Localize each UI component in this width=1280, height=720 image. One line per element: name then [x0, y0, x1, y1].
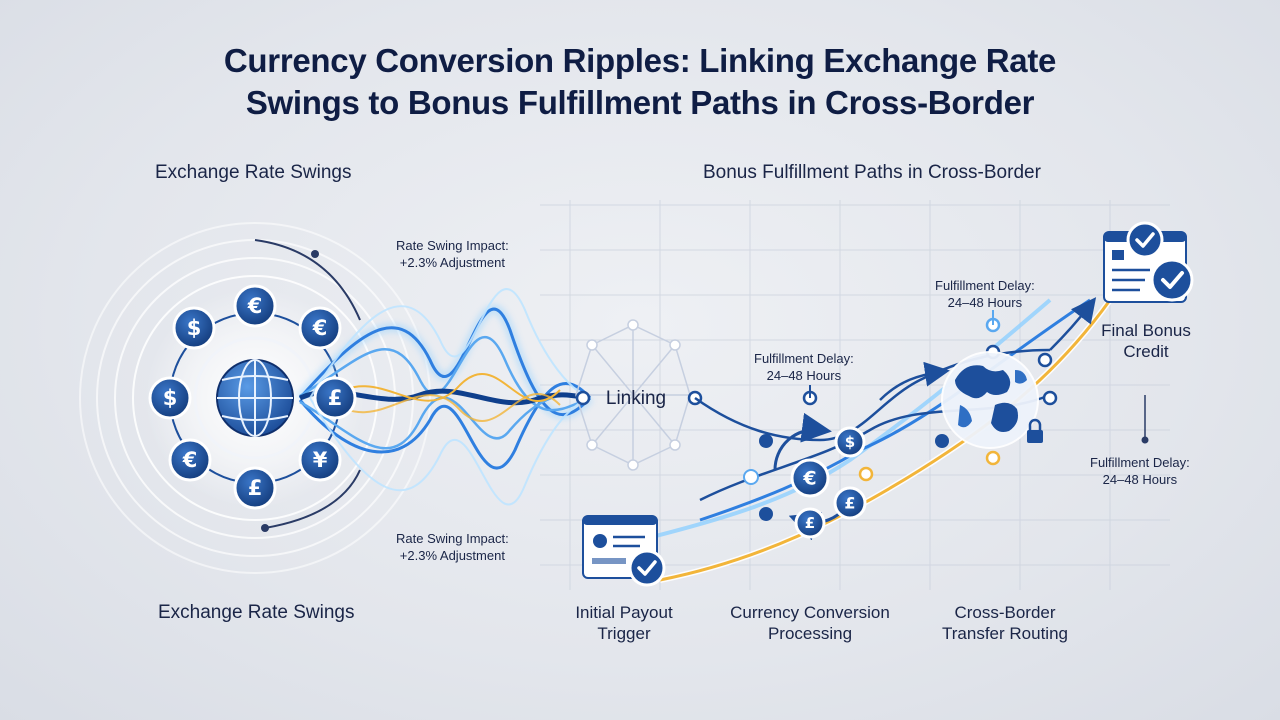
- world-map-lock-icon: [941, 351, 1043, 449]
- step-3-line-2: Transfer Routing: [942, 624, 1068, 643]
- page-title: Currency Conversion Ripples: Linking Exc…: [90, 40, 1190, 124]
- currency-coin-4: £: [233, 466, 277, 510]
- currency-coin-1-symbol: €: [312, 316, 328, 340]
- impact-bottom-line-2: +2.3% Adjustment: [399, 548, 505, 563]
- conversion-coin-3: £: [794, 507, 826, 539]
- step-label-currency-conversion: Currency Conversion Processing: [722, 602, 898, 644]
- title-line-1: Currency Conversion Ripples: Linking Exc…: [223, 42, 1057, 79]
- conversion-coins: $ € £ £: [790, 426, 867, 539]
- background-grid: [540, 200, 1170, 590]
- currency-coin-3: ¥: [298, 438, 342, 482]
- conversion-coin-2-symbol: £: [844, 493, 855, 512]
- delay-3-line-2: 24–48 Hours: [1102, 472, 1178, 487]
- step-1-line-2: Trigger: [597, 624, 651, 643]
- callout-dot-top: [311, 250, 319, 258]
- currency-coin-dollar: $: [172, 306, 216, 350]
- payout-document-check-icon: [582, 515, 666, 587]
- callout-arc-top: [254, 239, 361, 321]
- callout-dot-bottom: [261, 524, 269, 532]
- linking-hub-nodes: [586, 319, 681, 471]
- currency-coin-2-symbol: £: [328, 386, 343, 410]
- currency-coin-2: £: [313, 376, 357, 420]
- currency-coin-3-symbol: ¥: [313, 448, 328, 472]
- step-2-line-1: Currency Conversion: [730, 603, 890, 622]
- delay-connector-3-dot: [1141, 436, 1149, 444]
- impact-bottom-line-1: Rate Swing Impact:: [396, 531, 509, 546]
- step-label-initial-payout: Initial Payout Trigger: [568, 602, 680, 644]
- impact-top-line-1: Rate Swing Impact:: [396, 238, 509, 253]
- rate-swing-impact-bottom: Rate Swing Impact: +2.3% Adjustment: [396, 530, 509, 564]
- credit-document-check-icon: [1103, 221, 1194, 303]
- conversion-coin-1: €: [790, 458, 830, 498]
- currency-coin-1: €: [298, 306, 342, 350]
- currency-coin-0: €: [233, 284, 277, 328]
- step-label-final-credit: Final Bonus Credit: [1096, 320, 1196, 362]
- conversion-coin-3-symbol: £: [805, 514, 815, 532]
- currency-coin-5: €: [168, 438, 212, 482]
- callout-arc-bottom: [264, 469, 361, 529]
- left-section-heading: Exchange Rate Swings: [155, 162, 352, 183]
- step-2-line-2: Processing: [767, 624, 853, 643]
- currency-coin-ring: € € £ ¥ £ € $ $: [148, 284, 357, 510]
- currency-coin-6: $: [148, 376, 192, 420]
- delay-2-line-1: Fulfillment Delay:: [935, 278, 1035, 293]
- fulfillment-delay-label-3: Fulfillment Delay: 24–48 Hours: [1090, 454, 1190, 488]
- step-4-line-1: Final Bonus: [1101, 321, 1191, 340]
- flow-paths: [639, 297, 1113, 583]
- conversion-coin-2: £: [833, 486, 867, 520]
- right-section-heading: Bonus Fulfillment Paths in Cross-Border: [703, 162, 1041, 183]
- fulfillment-delay-label-2: Fulfillment Delay: 24–48 Hours: [935, 277, 1035, 311]
- title-line-2: Swings to Bonus Fulfillment Paths in Cro…: [245, 84, 1035, 121]
- step-1-line-1: Initial Payout: [575, 603, 673, 622]
- conversion-coin-1-symbol: €: [802, 467, 816, 489]
- step-3-line-1: Cross-Border: [954, 603, 1056, 622]
- globe-icon: [216, 359, 294, 437]
- step-label-cross-border: Cross-Border Transfer Routing: [935, 602, 1075, 644]
- rate-swing-impact-top: Rate Swing Impact: +2.3% Adjustment: [396, 237, 509, 271]
- delay-1-line-1: Fulfillment Delay:: [754, 351, 854, 366]
- fulfillment-delay-label-1: Fulfillment Delay: 24–48 Hours: [754, 350, 854, 384]
- delay-2-line-2: 24–48 Hours: [947, 295, 1023, 310]
- currency-coin-dollar-symbol: $: [187, 316, 202, 340]
- currency-coin-6-symbol: $: [163, 386, 178, 410]
- conversion-coin-0: $: [834, 426, 866, 458]
- left-section-footer: Exchange Rate Swings: [158, 602, 355, 623]
- delay-3-line-1: Fulfillment Delay:: [1090, 455, 1190, 470]
- step-4-line-2: Credit: [1123, 342, 1169, 361]
- delay-1-line-2: 24–48 Hours: [766, 368, 842, 383]
- exchange-rate-waves: [296, 288, 594, 506]
- conversion-coin-0-symbol: $: [845, 433, 855, 451]
- currency-coin-4-symbol: £: [248, 476, 263, 500]
- currency-coin-0-symbol: €: [247, 294, 263, 318]
- hub-label: Linking: [606, 388, 666, 409]
- impact-top-line-2: +2.3% Adjustment: [399, 255, 505, 270]
- hub-entry-node: [575, 390, 591, 406]
- currency-coin-5-symbol: €: [182, 448, 198, 472]
